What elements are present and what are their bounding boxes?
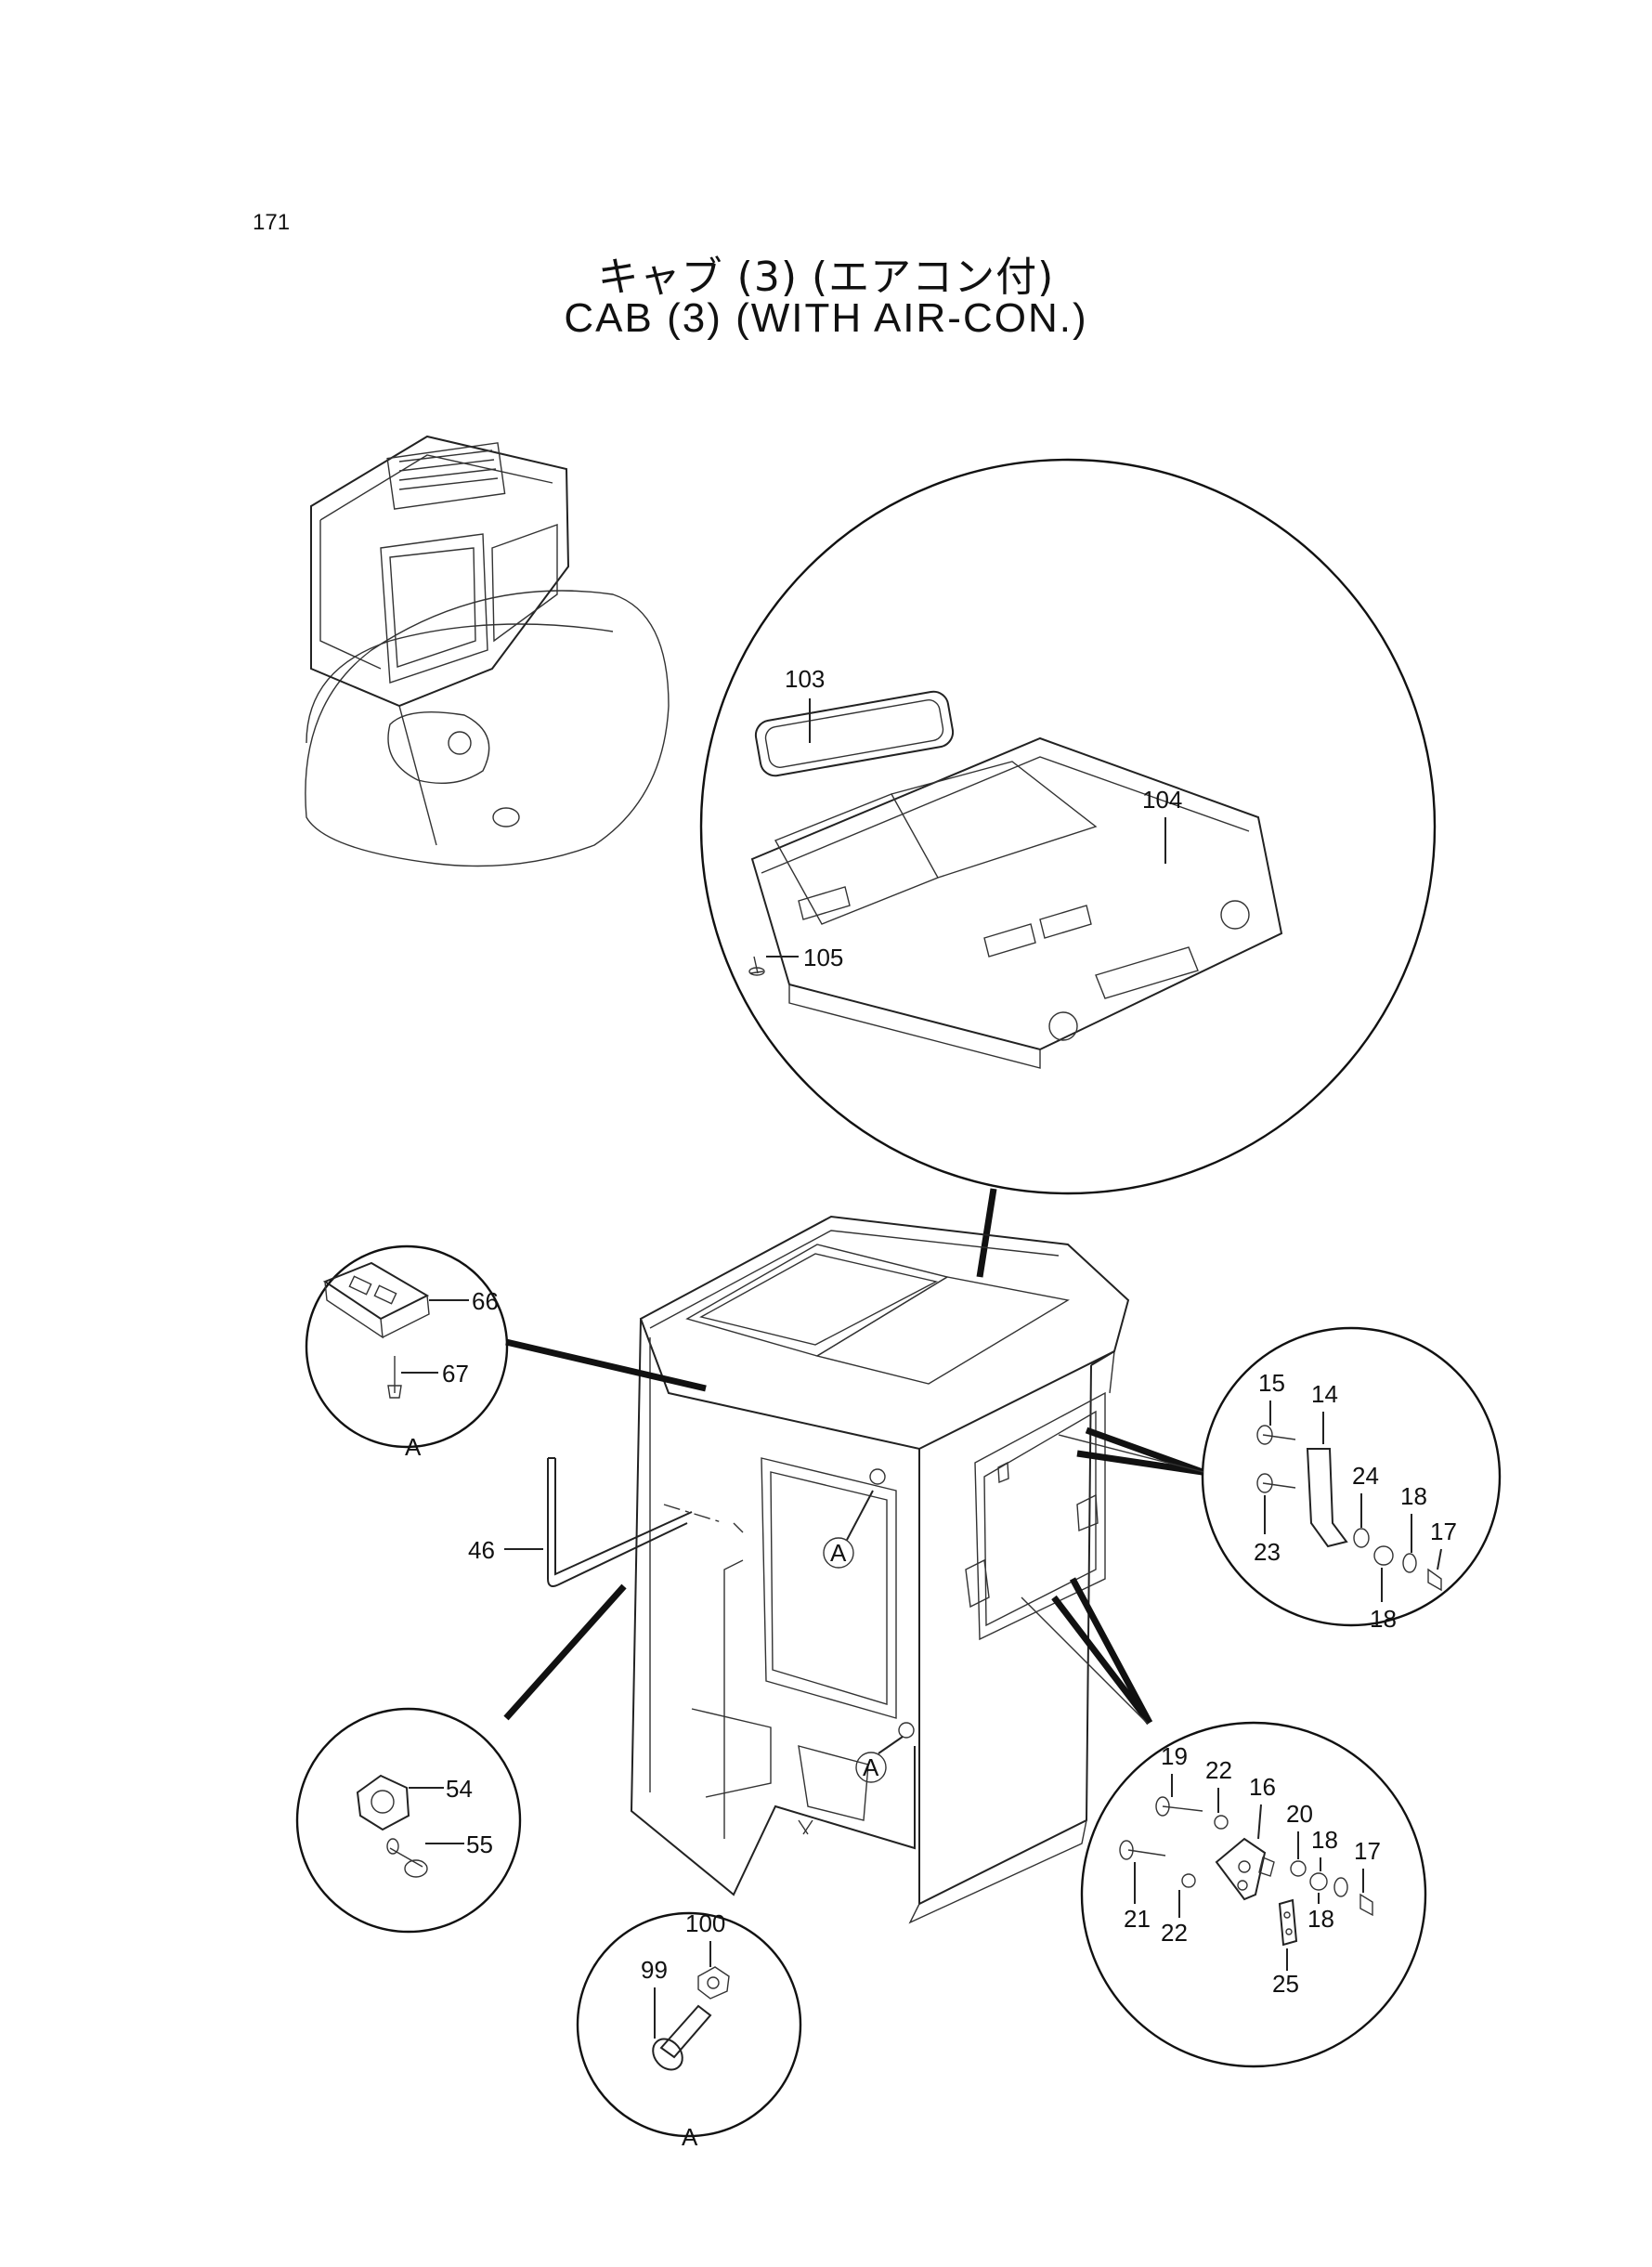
label-55: 55: [466, 1831, 493, 1858]
ref-marker-a-2: [855, 1752, 887, 1783]
label-103: 103: [785, 665, 825, 693]
catch-pointer-1: [1069, 1577, 1153, 1725]
label-14: 14: [1311, 1380, 1338, 1408]
ref-marker-a-1: [823, 1537, 854, 1569]
label-54: 54: [446, 1775, 473, 1803]
label-17-b: 17: [1354, 1837, 1381, 1865]
roof-pointer: [976, 1188, 997, 1278]
catch-pointer-2: [1051, 1595, 1152, 1726]
leader-17-a: [1437, 1548, 1442, 1570]
monitor-detail-circle: [305, 1244, 509, 1449]
view-label-a-1: A: [405, 1433, 422, 1461]
main-cab-illustration: [630, 1215, 1130, 1924]
label-15: 15: [1258, 1369, 1285, 1397]
bolt-illustration: [652, 1966, 730, 2071]
label-24: 24: [1352, 1462, 1379, 1490]
view-label-a-2: A: [682, 2123, 698, 2151]
latch-detail-circle: [295, 1707, 522, 1934]
label-18-c: 18: [1311, 1826, 1338, 1854]
label-104: 104: [1142, 786, 1182, 814]
monitor-pointer: [505, 1338, 707, 1392]
leader-16: [1257, 1804, 1262, 1840]
handle-illustration: [547, 1457, 693, 1587]
label-19: 19: [1161, 1742, 1188, 1770]
ref-leader-a-2: [878, 1736, 904, 1754]
label-46: 46: [468, 1536, 495, 1564]
label-18-a: 18: [1400, 1482, 1427, 1510]
label-105: 105: [803, 944, 843, 971]
title-japanese: キャブ (3) (エアコン付): [597, 254, 1055, 301]
ref-leader-a-1: [846, 1490, 874, 1541]
page-number: 171: [253, 210, 291, 235]
label-100: 100: [685, 1909, 725, 1937]
hinge-detail-circle: [1201, 1326, 1502, 1627]
label-17-a: 17: [1430, 1518, 1457, 1545]
label-23: 23: [1254, 1538, 1281, 1566]
label-18-b: 18: [1370, 1605, 1397, 1633]
monitor-bracket-illustration: [322, 1261, 430, 1399]
title-english: CAB (3) (WITH AIR-CON.): [564, 295, 1088, 341]
latch-illustration: [356, 1774, 428, 1878]
hinge-pointer-1: [1085, 1427, 1204, 1476]
roof-panel-illustration: [748, 690, 1283, 1069]
label-18-d: 18: [1307, 1905, 1334, 1933]
label-22-a: 22: [1205, 1756, 1232, 1784]
latch-pointer: [503, 1583, 627, 1721]
door-catch-illustration: [1119, 1796, 1373, 1947]
hinge-bracket-illustration: [1256, 1425, 1442, 1592]
label-67: 67: [442, 1360, 469, 1388]
label-16: 16: [1249, 1773, 1276, 1801]
ref-marker-a-2-text: A: [863, 1753, 879, 1781]
label-25: 25: [1272, 1970, 1299, 1998]
ref-marker-a-1-text: A: [830, 1539, 847, 1567]
hinge-pointer-2: [1076, 1450, 1203, 1476]
bolt-detail-circle: [576, 1911, 802, 2138]
label-21: 21: [1124, 1905, 1151, 1933]
label-20: 20: [1286, 1800, 1313, 1828]
label-22-b: 22: [1161, 1919, 1188, 1947]
label-99: 99: [641, 1956, 668, 1984]
overview-cab-illustration: [305, 435, 670, 867]
label-66: 66: [472, 1287, 499, 1315]
